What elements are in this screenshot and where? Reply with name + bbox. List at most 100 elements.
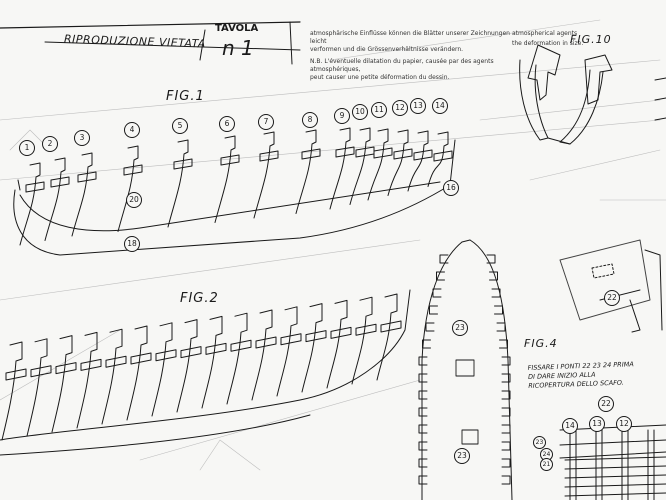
- note-fr-1: N.B. L'éventuelle dilatation du papier, …: [310, 58, 494, 73]
- fig2-frame: [76, 331, 98, 429]
- fig1-frame: [44, 157, 66, 241]
- fig2-frame: [151, 322, 173, 417]
- fig1-callout-6: 6: [219, 116, 235, 132]
- deck-callout-14: 14: [562, 418, 578, 434]
- fig2-frame-floor: [330, 326, 352, 339]
- fig4-notch-left: [418, 441, 428, 451]
- fig1-frame: [407, 130, 429, 192]
- fig4-notch-left: [418, 458, 428, 468]
- fig4-notch-right: [501, 390, 511, 400]
- ladder-rung: [564, 492, 666, 497]
- fig4-notch-right: [486, 254, 496, 264]
- fig4-notch-left: [439, 254, 449, 264]
- fig2-frame: [376, 293, 398, 381]
- deck-callout-mid: 22: [598, 396, 614, 412]
- fig1-callout-3: 3: [74, 130, 90, 146]
- fig2-frame-floor: [55, 362, 77, 375]
- title-block-frame: [0, 21, 301, 65]
- fig2-frame-floor: [30, 365, 52, 378]
- fig1-callout-13: 13: [410, 98, 426, 114]
- note-de-2: verformen und die Grössenverhältnisse ve…: [310, 46, 464, 53]
- deck-callout-12: 12: [616, 416, 632, 432]
- fig1-callout-2: 2: [42, 136, 58, 152]
- fig1-callout-base: 18: [124, 236, 140, 252]
- fig4-notch-left: [418, 475, 428, 485]
- fig1-callout-10: 10: [352, 104, 368, 120]
- fig4-notch-right: [501, 373, 511, 383]
- fig2-frame-floor: [355, 323, 377, 336]
- fig2-frame-floor: [305, 330, 327, 343]
- fig2-frame: [351, 296, 373, 385]
- fig2-frame: [326, 299, 348, 389]
- fig4-notch-right: [494, 305, 503, 315]
- fig1-frame-floor: [25, 181, 45, 193]
- deck-callout-23: 23: [533, 436, 546, 449]
- fig4-notch-right: [501, 424, 511, 434]
- fig1-callout-7: 7: [258, 114, 274, 130]
- deck-callout-21: 21: [540, 458, 553, 471]
- note-fr-2: peut causer une petite déformation du de…: [310, 74, 450, 81]
- fig1-frame: [214, 135, 236, 223]
- deck-callout-top: 22: [604, 290, 620, 306]
- fig4-label: FIG.4: [524, 337, 558, 350]
- ladder-rung: [564, 465, 666, 470]
- ladder-rung: [564, 474, 666, 479]
- ladder-rung: [564, 483, 666, 488]
- fig2-frame: [101, 328, 123, 425]
- fig2-frame-floor: [205, 342, 227, 355]
- deck-callout-13: 13: [589, 416, 605, 432]
- fig2-hull: [0, 289, 411, 456]
- fig4-notch-left: [418, 407, 428, 417]
- fig1-callout-12: 12: [392, 100, 408, 116]
- fig2-frame-floor: [255, 336, 277, 349]
- tavola-number: n 1: [222, 36, 254, 60]
- fig4-notch-left: [429, 305, 438, 315]
- fig1-callout-1: 1: [19, 140, 35, 156]
- fig1-frame: [329, 127, 351, 210]
- fig2-frame-floor: [80, 358, 102, 371]
- note-de-1: atmosphärische Einflüsse können die Blät…: [310, 30, 510, 45]
- fig2-frame: [51, 335, 73, 433]
- fig2-frame: [226, 312, 248, 405]
- fig1-frame: [253, 131, 275, 219]
- fig4-notch-left: [432, 288, 442, 298]
- fig1-frame: [167, 139, 189, 228]
- fig10-parts: [519, 44, 666, 145]
- fig2-frame-floor: [230, 339, 252, 352]
- fig4-notch-right: [501, 356, 511, 366]
- fig4-deck: [418, 239, 513, 500]
- fig1-frame-floor: [77, 171, 97, 183]
- fig2-frame-floor: [380, 320, 402, 333]
- fig2-label: FIG.2: [180, 291, 219, 306]
- fig1-frame-floor: [433, 150, 453, 162]
- fig4-notch-left: [425, 322, 435, 332]
- fig1-callout-5: 5: [172, 118, 188, 134]
- fig1-frame-floor: [373, 147, 393, 159]
- fig1-frame: [427, 131, 449, 187]
- fig1-frame-floor: [123, 164, 143, 176]
- fig1-label: FIG.1: [166, 89, 205, 104]
- fig1-callout-11: 11: [371, 102, 387, 118]
- fig4-notch-right: [491, 288, 501, 298]
- fig2-frame-floor: [180, 346, 202, 359]
- fig1-frame-floor: [173, 158, 193, 170]
- fig1-callout-keel: 16: [443, 180, 459, 196]
- fig1-callout-14: 14: [432, 98, 448, 114]
- fig4-notch-right: [501, 441, 511, 451]
- fig1-callout-8: 8: [302, 112, 318, 128]
- fig1-frame: [349, 127, 371, 205]
- deck-fragment-right: [559, 239, 666, 500]
- fig4-callout-1: 23: [452, 320, 468, 336]
- fig1-callout-4: 4: [124, 122, 140, 138]
- fig2-frame: [251, 309, 273, 401]
- fig1-frame-floor: [220, 154, 240, 166]
- assembly-instruction: FISSARE I PONTI 22 23 24 PRIMA DI DARE I…: [527, 360, 634, 390]
- fig1-frame-floor: [335, 146, 355, 158]
- note-en-0: atmospherical agents: [512, 30, 578, 37]
- fig4-notch-left: [422, 339, 431, 349]
- fig2-frame-floor: [105, 355, 127, 368]
- fig2-frame: [276, 306, 298, 397]
- fig2-frame: [1, 341, 23, 441]
